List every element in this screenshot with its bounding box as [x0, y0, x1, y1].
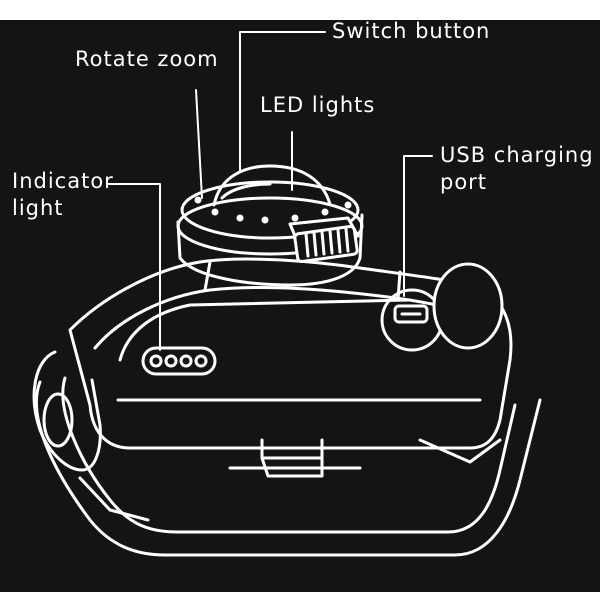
- usb-leader-line: [403, 155, 433, 297]
- indicator-light: [141, 346, 217, 376]
- led-lights-label: LED lights: [260, 93, 376, 117]
- leader-lines: [107, 31, 433, 351]
- led-lights: [212, 164, 332, 207]
- bottom-clip: [228, 438, 362, 478]
- switch-button-label: Switch button: [332, 19, 491, 43]
- rotate-zoom-label: Rotate zoom: [75, 47, 219, 71]
- headband-cradle: [32, 350, 542, 557]
- indicator-light-label: Indicator light: [12, 169, 114, 220]
- rotate-zoom-leader-line: [195, 89, 203, 199]
- indicator-leader-line: [107, 183, 161, 351]
- usb-cover-flap: [432, 262, 504, 350]
- usb-charging-port-label: USB charging port: [440, 143, 594, 194]
- switch-button: [288, 216, 360, 264]
- switch-leader-line: [239, 31, 326, 173]
